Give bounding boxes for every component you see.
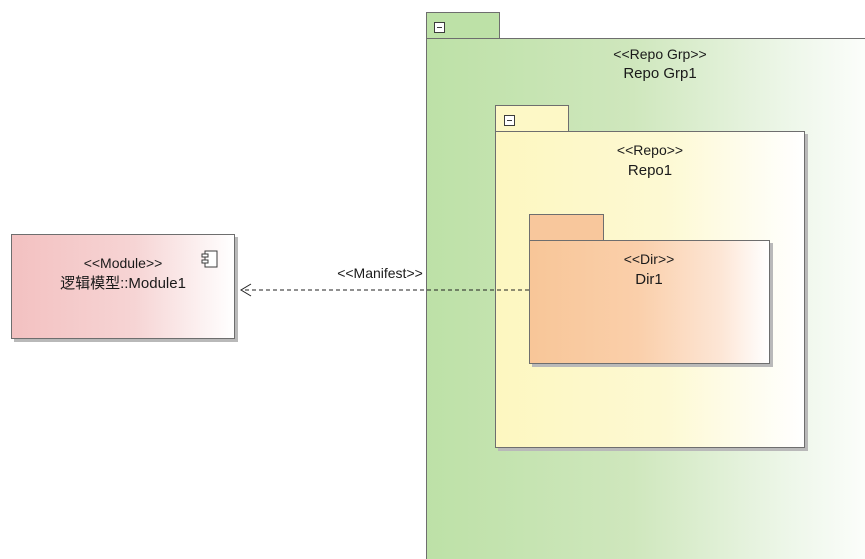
manifest-arrowhead (240, 283, 252, 297)
repo-name: Repo1 (627, 162, 673, 179)
component-icon (201, 250, 218, 268)
manifest-stereotype: <<Manifest>> (337, 265, 423, 281)
repo-group-stereotype: <<Repo Grp>> (613, 46, 707, 62)
dir-stereotype: <<Dir>> (623, 251, 675, 267)
repo-group-name: Repo Grp1 (623, 65, 697, 82)
dir-name: Dir1 (635, 271, 663, 288)
repo-group-collapse-icon[interactable] (434, 22, 445, 33)
module-name: 逻辑模型::Module1 (60, 275, 186, 292)
dir-body[interactable] (529, 240, 770, 364)
module-body[interactable] (11, 234, 235, 339)
repo-collapse-icon[interactable] (504, 115, 515, 126)
module-stereotype: <<Module>> (83, 255, 163, 271)
repo-stereotype: <<Repo>> (616, 142, 684, 158)
dir-tab[interactable] (529, 214, 604, 241)
